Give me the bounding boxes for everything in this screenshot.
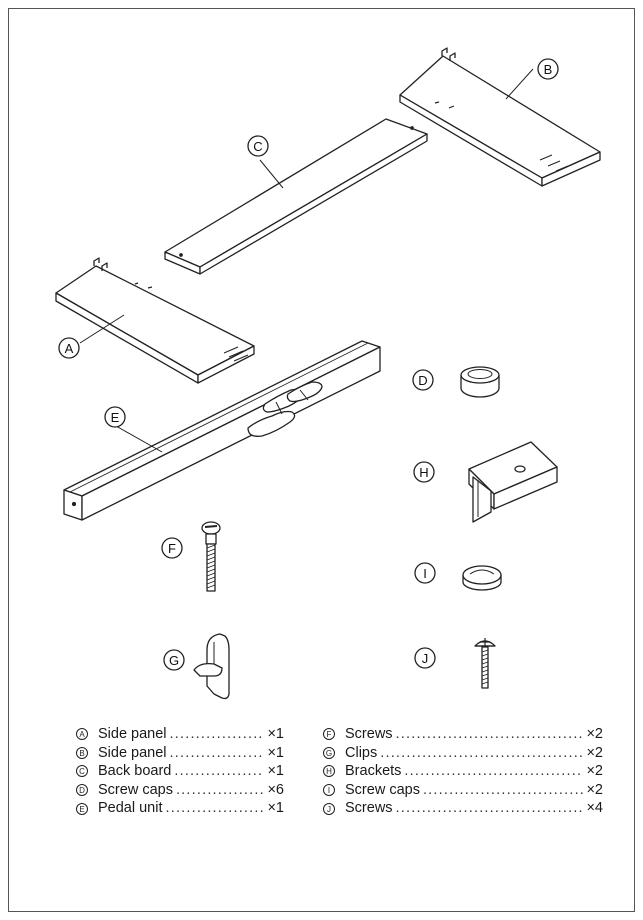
- part-marker: E: [76, 802, 88, 815]
- part-quantity: ×6: [267, 781, 284, 798]
- leader-dots: [170, 725, 265, 744]
- parts-list-right: F Screws ×2 G Clips ×2 H Brackets ×2 I Screw ca…: [323, 725, 603, 818]
- label-f: F: [168, 541, 176, 556]
- leader-dots: [380, 744, 583, 763]
- part-name: Screw caps: [345, 781, 420, 798]
- leader-dots: [170, 744, 265, 763]
- part-quantity: ×2: [586, 726, 603, 742]
- leader-dots: [396, 725, 584, 744]
- part-name: Screws: [345, 726, 393, 742]
- parts-list-item: C Back board ×1: [76, 762, 284, 781]
- pedal-unit-e-drawing: [63, 340, 381, 521]
- label-d: D: [418, 373, 427, 388]
- label-circle-f: [161, 537, 183, 559]
- part-quantity: ×2: [586, 744, 603, 761]
- label-b: B: [544, 62, 553, 77]
- part-quantity: ×4: [586, 800, 603, 817]
- parts-list-item: F Screws ×2: [323, 725, 603, 744]
- leader-dots: [423, 781, 584, 800]
- leader-dots: [166, 799, 265, 818]
- screw-cap-d-drawing: [460, 366, 500, 398]
- part-name: Pedal unit: [98, 800, 163, 817]
- label-i: I: [423, 566, 427, 581]
- screw-f-drawing: [201, 521, 221, 592]
- part-marker: C: [76, 765, 88, 778]
- part-name: Screw caps: [98, 781, 173, 798]
- screw-cap-i-drawing: [462, 565, 502, 591]
- label-circle-c: [247, 135, 269, 157]
- clip-g-drawing: [193, 633, 230, 700]
- parts-list-left: A Side panel ×1 B Side panel ×1 C Back board ×…: [76, 725, 284, 818]
- back-board-c-drawing: [164, 118, 428, 275]
- part-marker: A: [76, 728, 88, 741]
- part-quantity: ×1: [267, 763, 284, 780]
- part-quantity: ×1: [267, 726, 284, 742]
- part-name: Side panel: [98, 726, 167, 742]
- label-c: C: [253, 139, 262, 154]
- parts-list-item: J Screws ×4: [323, 799, 603, 818]
- part-marker: I: [323, 784, 335, 797]
- label-circle-j: [414, 647, 436, 669]
- label-circle-a: [58, 337, 80, 359]
- leader-dots: [404, 762, 583, 781]
- parts-list-item: H Brackets ×2: [323, 762, 603, 781]
- part-quantity: ×1: [267, 800, 284, 817]
- label-a: A: [65, 341, 74, 356]
- part-name: Back board: [98, 763, 172, 780]
- label-e: E: [111, 410, 120, 425]
- label-h: H: [419, 465, 428, 480]
- leader-dots: [174, 762, 264, 781]
- label-circle-e: [104, 406, 126, 428]
- label-circle-d: [412, 369, 434, 391]
- label-circle-h: [413, 461, 435, 483]
- label-g: G: [169, 653, 179, 668]
- parts-list-item: E Pedal unit ×1: [76, 799, 284, 818]
- part-name: Brackets: [345, 763, 402, 780]
- part-marker: F: [323, 728, 335, 741]
- bracket-h-drawing: [468, 441, 558, 523]
- parts-list-item: B Side panel ×1: [76, 744, 284, 763]
- leader-dots: [176, 781, 265, 800]
- parts-list-item: I Screw caps ×2: [323, 781, 603, 800]
- label-circle-g: [163, 649, 185, 671]
- parts-list-item: A Side panel ×1: [76, 725, 284, 744]
- screw-j-drawing: [474, 638, 496, 689]
- parts-list-item: D Screw caps ×6: [76, 781, 284, 800]
- part-marker: H: [323, 765, 335, 778]
- part-name: Side panel: [98, 744, 167, 761]
- part-name: Clips: [345, 744, 378, 761]
- label-circle-i: [414, 562, 436, 584]
- part-marker: J: [323, 802, 335, 815]
- part-quantity: ×2: [586, 763, 603, 780]
- part-marker: B: [76, 746, 88, 759]
- part-quantity: ×1: [267, 744, 284, 761]
- label-circle-b: [537, 58, 559, 80]
- label-j: J: [422, 651, 429, 666]
- parts-list-item: G Clips ×2: [323, 744, 603, 763]
- part-name: Screws: [345, 800, 393, 817]
- side-panel-a-drawing: [55, 257, 255, 384]
- part-quantity: ×2: [586, 781, 603, 798]
- part-marker: G: [323, 746, 335, 759]
- part-marker: D: [76, 784, 88, 797]
- side-panel-b-drawing: [399, 47, 601, 187]
- leader-dots: [396, 799, 584, 818]
